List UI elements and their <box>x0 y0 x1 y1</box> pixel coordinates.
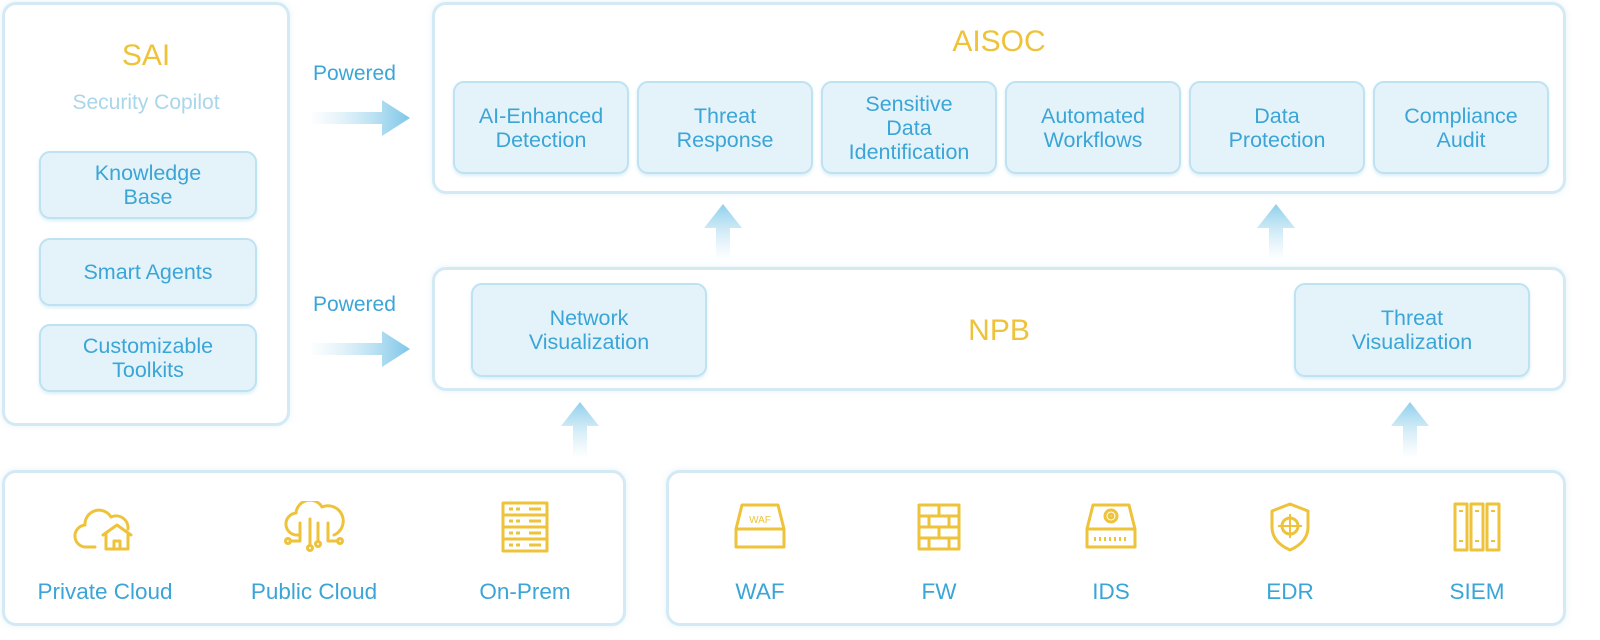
source-fw[interactable]: FW <box>839 501 1039 605</box>
aisoc-item-sensitive-data-identification[interactable]: Sensitive Data Identification <box>821 81 997 174</box>
ids-icon <box>1085 503 1137 549</box>
aisoc-item-ai-enhanced-detection[interactable]: AI-Enhanced Detection <box>453 81 629 174</box>
source-waf[interactable]: WAF WAF <box>660 501 860 605</box>
source-label: IDS <box>1092 579 1130 604</box>
arrow-up-icon <box>704 204 742 258</box>
powered-label-bottom: Powered <box>313 293 396 316</box>
firewall-icon <box>917 503 961 551</box>
source-label: EDR <box>1266 579 1314 604</box>
source-label: FW <box>921 579 957 604</box>
cloud-network-icon <box>284 501 345 552</box>
source-on-prem[interactable]: On-Prem <box>425 501 625 605</box>
arrow-up-icon <box>1391 402 1429 456</box>
source-label: SIEM <box>1449 579 1505 604</box>
aisoc-item-automated-workflows[interactable]: Automated Workflows <box>1005 81 1181 174</box>
edr-shield-icon <box>1270 502 1310 552</box>
security-tools-panel: WAF WAF FW IDS EDR <box>666 470 1566 626</box>
sai-panel: SAI Security Copilot Knowledge Base Smar… <box>2 2 290 426</box>
aisoc-item-threat-response[interactable]: Threat Response <box>637 81 813 174</box>
powered-label-top: Powered <box>313 62 396 85</box>
sai-title: SAI <box>121 39 171 72</box>
aisoc-item-compliance-audit[interactable]: Compliance Audit <box>1373 81 1549 174</box>
deployment-sources-panel: Private Cloud Public Cloud On-Prem <box>2 470 626 626</box>
source-label: On-Prem <box>479 579 571 604</box>
source-private-cloud[interactable]: Private Cloud <box>5 501 205 605</box>
source-label: WAF <box>735 579 785 604</box>
sai-item-customizable-toolkits[interactable]: Customizable Toolkits <box>39 324 257 392</box>
sai-item-smart-agents[interactable]: Smart Agents <box>39 238 257 306</box>
sai-subtitle: Security Copilot <box>72 91 220 114</box>
npb-threat-visualization[interactable]: Threat Visualization <box>1294 283 1530 377</box>
arrow-up-icon <box>1257 204 1295 258</box>
siem-icon <box>1453 502 1501 552</box>
sai-item-knowledge-base[interactable]: Knowledge Base <box>39 151 257 219</box>
source-label: Public Cloud <box>250 579 378 604</box>
source-public-cloud[interactable]: Public Cloud <box>214 501 414 605</box>
npb-network-visualization[interactable]: Network Visualization <box>471 283 707 377</box>
npb-panel: NPB Network Visualization Threat Visuali… <box>432 267 1566 391</box>
server-rack-icon <box>501 501 549 553</box>
waf-icon: WAF <box>734 503 786 549</box>
arrow-right-icon <box>312 331 410 367</box>
cloud-home-icon <box>73 508 133 551</box>
npb-title: NPB <box>968 314 1030 347</box>
aisoc-item-data-protection[interactable]: Data Protection <box>1189 81 1365 174</box>
source-ids[interactable]: IDS <box>1011 501 1211 605</box>
svg-text:WAF: WAF <box>749 515 771 526</box>
aisoc-title: AISOC <box>952 25 1046 58</box>
arrow-up-icon <box>561 402 599 456</box>
aisoc-panel: AISOC AI-Enhanced Detection Threat Respo… <box>432 2 1566 194</box>
source-edr[interactable]: EDR <box>1190 501 1390 605</box>
source-label: Private Cloud <box>37 579 173 604</box>
source-siem[interactable]: SIEM <box>1377 501 1577 605</box>
arrow-right-icon <box>312 100 410 136</box>
